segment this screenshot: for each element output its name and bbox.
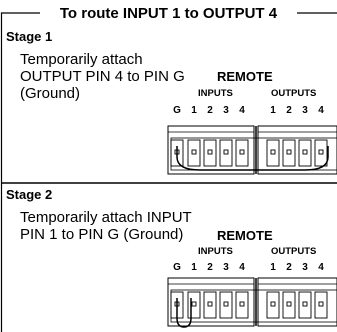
stage1-input-pin-label-1: 1: [191, 105, 197, 116]
stage1-input-pin-label-4: 4: [239, 105, 245, 116]
stage2-input-pin-4-terminal: [235, 291, 249, 319]
stage2-input-pin-2-screw: [207, 301, 213, 307]
stage1-connector: [167, 125, 337, 175]
stage2-input-pin-label-4: 4: [239, 262, 245, 273]
stage2-output-pin-3-terminal: [298, 291, 312, 319]
stage2-input-block: [167, 277, 255, 327]
stage2-input-pin-4-screw: [239, 301, 245, 307]
stage2-outputs-label: OUTPUTS: [271, 246, 317, 257]
stage2-output-pin-1-screw: [270, 301, 276, 307]
stage1-pins: [170, 139, 328, 167]
stage2-jumper-wire: [176, 298, 192, 328]
stage2-output-block: [257, 277, 337, 327]
stage2-output-pin-4-screw: [318, 301, 324, 307]
stage2-output-pin-label-4: 4: [318, 262, 324, 273]
stage1-output-pin-1-screw: [270, 149, 276, 155]
stage1-output-pin-1-terminal: [266, 139, 280, 167]
stage1-input-pin-1-screw: [191, 149, 197, 155]
frame-top-left: [0, 12, 40, 332]
stage1-output-pin-label-3: 3: [302, 105, 308, 116]
stage2-output-pin-3-screw: [302, 301, 308, 307]
stage1-output-pin-3-screw: [302, 149, 308, 155]
stage1-input-pin-2-terminal: [203, 139, 217, 167]
diagram-title: To route INPUT 1 to OUTPUT 4: [57, 5, 280, 22]
stage1-output-pin-4-terminal: [314, 139, 328, 167]
stage2-heading: Stage 2: [6, 187, 53, 202]
stage2-inputs-label: INPUTS: [198, 246, 233, 257]
stage2-input-pin-label-1: 1: [191, 262, 197, 273]
stage1-inputs-label: INPUTS: [198, 88, 233, 99]
stage2-instruction: Temporarily attach INPUT PIN 1 to PIN G …: [20, 209, 192, 243]
stage2-pin-label-g: G: [173, 262, 181, 273]
stage2-input-pin-1-terminal: [187, 291, 201, 319]
stage2-input-pin-label-3: 3: [223, 262, 229, 273]
stage1-pin-g-terminal: [170, 139, 184, 167]
stage1-outputs-label: OUTPUTS: [271, 88, 317, 99]
stage1-input-block: [167, 125, 255, 175]
stage2-input-pin-1-screw: [191, 301, 197, 307]
stage1-output-pin-2-screw: [286, 149, 292, 155]
stage2-input-pin-3-screw: [223, 301, 229, 307]
stage1-input-pin-4-terminal: [235, 139, 249, 167]
stage1-input-pin-label-3: 3: [223, 105, 229, 116]
stage2-output-pin-2-screw: [286, 301, 292, 307]
stage1-input-pin-label-2: 2: [207, 105, 213, 116]
stage1-input-pin-3-screw: [223, 149, 229, 155]
stage1-input-pin-2-screw: [207, 149, 213, 155]
stage2-input-pin-3-terminal: [219, 291, 233, 319]
stage2-output-pin-4-terminal: [314, 291, 328, 319]
stage1-output-pin-4-screw: [318, 149, 324, 155]
stage1-remote-label: REMOTE: [217, 69, 273, 84]
stage1-heading: Stage 1: [6, 29, 53, 44]
stage2-output-pin-1-terminal: [266, 291, 280, 319]
stage2-input-pin-label-2: 2: [207, 262, 213, 273]
stage2-remote-label: REMOTE: [217, 228, 273, 243]
stage1-input-pin-4-screw: [239, 149, 245, 155]
stage2-input-pin-2-terminal: [203, 291, 217, 319]
stage1-pin-label-g: G: [173, 105, 181, 116]
stage1-output-block: [257, 125, 337, 175]
stage2-pins: [170, 291, 328, 319]
stage1-output-pin-label-4: 4: [318, 105, 324, 116]
stage2-connector: [167, 277, 337, 328]
stage2-output-pin-2-terminal: [282, 291, 296, 319]
stage1-input-pin-1-terminal: [187, 139, 201, 167]
stage1-output-pin-3-terminal: [298, 139, 312, 167]
stage2-output-pin-label-3: 3: [302, 262, 308, 273]
stage1-input-pin-3-terminal: [219, 139, 233, 167]
stage1-output-pin-label-1: 1: [270, 105, 276, 116]
stage1-output-pin-label-2: 2: [286, 105, 292, 116]
stage2-output-pin-label-2: 2: [286, 262, 292, 273]
stage1-jumper-wire: [176, 146, 329, 171]
stage2-output-pin-label-1: 1: [270, 262, 276, 273]
stage1-instruction: Temporarily attach OUTPUT PIN 4 to PIN G…: [20, 51, 185, 102]
stage1-output-pin-2-terminal: [282, 139, 296, 167]
